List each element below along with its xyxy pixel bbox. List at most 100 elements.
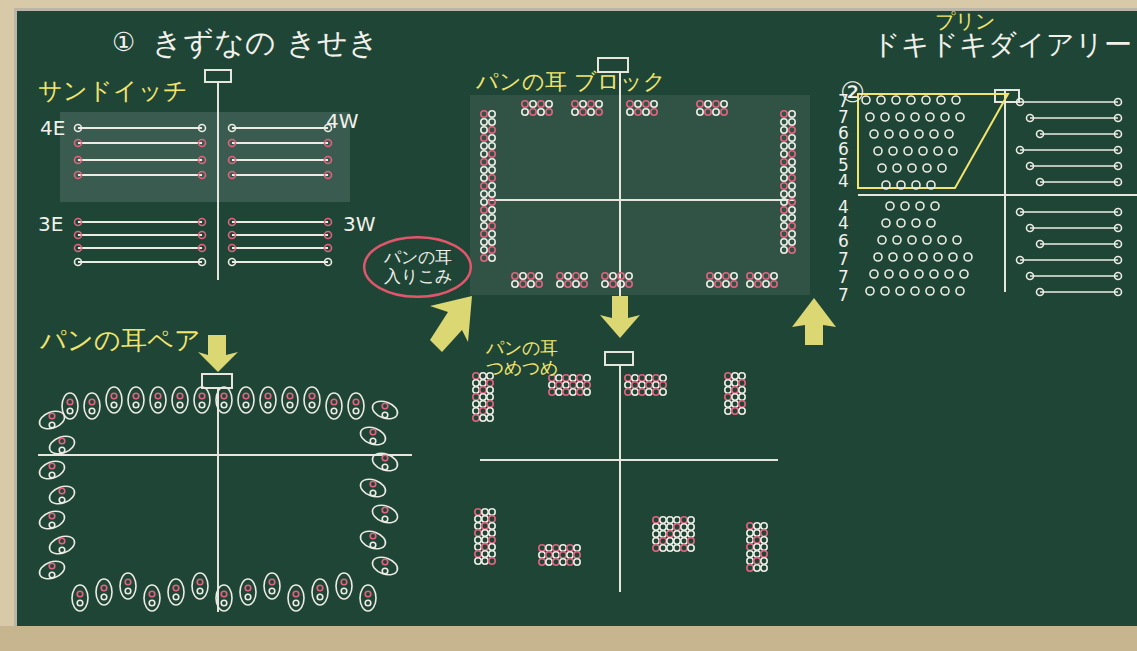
dancer-mark (549, 382, 555, 388)
dancer-mark (489, 239, 495, 245)
dancer-mark (563, 375, 569, 381)
dancer-mark (546, 559, 552, 565)
dancer-line (1030, 117, 1118, 119)
dancer-mark (325, 172, 332, 179)
dancer-mark (577, 382, 583, 388)
dancer-mark (489, 175, 495, 181)
dancer-mark (199, 259, 206, 266)
dancer-mark (293, 591, 299, 597)
dancer-mark (572, 101, 578, 107)
dancer-mark (761, 551, 767, 557)
dancer-mark (789, 215, 795, 221)
dancer-mark (688, 531, 694, 537)
dancer-mark (747, 551, 753, 557)
dancer-mark (382, 568, 388, 574)
dancer-mark (660, 517, 666, 523)
dancer-mark (651, 101, 657, 107)
dancer-mark (489, 223, 495, 229)
dancer-mark (789, 191, 795, 197)
pair-oval (358, 424, 388, 448)
dancer-mark (473, 373, 479, 379)
dancer-mark (574, 552, 580, 558)
dancer-mark (927, 219, 935, 227)
dancer-mark (528, 281, 534, 287)
formation-label: 3W (343, 213, 376, 235)
dancer-mark (922, 96, 930, 104)
dancer-mark (382, 507, 388, 513)
dancer-mark (781, 207, 787, 213)
dancer-mark (789, 167, 795, 173)
dancer-mark (177, 393, 183, 399)
dancer-mark (934, 147, 942, 155)
dancer-mark (653, 538, 659, 544)
dancer-mark (789, 119, 795, 125)
dancer-mark (574, 559, 580, 565)
dancer-line (1030, 227, 1118, 229)
dancer-mark (781, 183, 787, 189)
dancer-mark (681, 524, 687, 530)
pair-oval (37, 558, 67, 582)
dancer-mark (557, 281, 563, 287)
row-count: 4 (838, 214, 849, 233)
pair-oval (282, 387, 298, 413)
dancer-mark (1017, 257, 1024, 264)
dancer-mark (789, 239, 795, 245)
dancer-mark (265, 393, 271, 399)
dancer-mark (1115, 147, 1122, 154)
dancer-mark (487, 387, 493, 393)
dancer-mark (674, 524, 680, 530)
dancer-mark (896, 113, 904, 121)
dancer-mark (646, 375, 652, 381)
dancer-mark (667, 545, 673, 551)
dancer-mark (964, 253, 972, 261)
pair-oval (238, 387, 254, 413)
dancer-mark (941, 287, 949, 295)
dancer-mark (721, 109, 727, 115)
dancer-mark (781, 151, 787, 157)
dancer-mark (309, 402, 315, 408)
dancer-mark (59, 547, 65, 553)
dancer-mark (739, 380, 745, 386)
dancer-mark (473, 401, 479, 407)
dancer-line (1020, 149, 1118, 151)
dancer-mark (941, 113, 949, 121)
dancer-mark (580, 109, 586, 115)
dancer-mark (487, 415, 493, 421)
dancer-mark (938, 164, 946, 172)
pair-oval (370, 450, 400, 474)
dancer-mark (75, 232, 82, 239)
dancer-mark (382, 412, 388, 418)
dancer-mark (747, 544, 753, 550)
dancer-mark (952, 96, 960, 104)
pair-oval (47, 483, 77, 507)
dancer-mark (610, 273, 616, 279)
dancer-mark (900, 270, 908, 278)
dancer-mark (229, 245, 236, 252)
formation-label: パンの耳ペア (40, 326, 201, 355)
dancer-mark (934, 253, 942, 261)
dancer-mark (674, 538, 680, 544)
dancer-mark (59, 538, 65, 544)
dancer-mark (482, 558, 488, 564)
dancer-mark (565, 273, 571, 279)
dancer-mark (520, 273, 526, 279)
dancer-mark (481, 239, 487, 245)
dancer-mark (584, 375, 590, 381)
dancer-mark (1037, 179, 1044, 186)
dancer-mark (489, 151, 495, 157)
dancer-mark (651, 109, 657, 115)
dancer-mark (705, 109, 711, 115)
dancer-mark (596, 109, 602, 115)
dancer-mark (618, 281, 624, 287)
pair-oval (37, 408, 67, 432)
dancer-mark (725, 401, 731, 407)
dancer-mark (522, 109, 528, 115)
dancer-mark (688, 545, 694, 551)
dancer-line (1030, 275, 1118, 277)
dancer-line (78, 159, 202, 161)
dancer-mark (697, 109, 703, 115)
dancer-mark (75, 245, 82, 252)
dancer-mark (639, 382, 645, 388)
dancer-line (232, 174, 328, 176)
formation-label: パンの耳 つめつめ (486, 338, 568, 378)
